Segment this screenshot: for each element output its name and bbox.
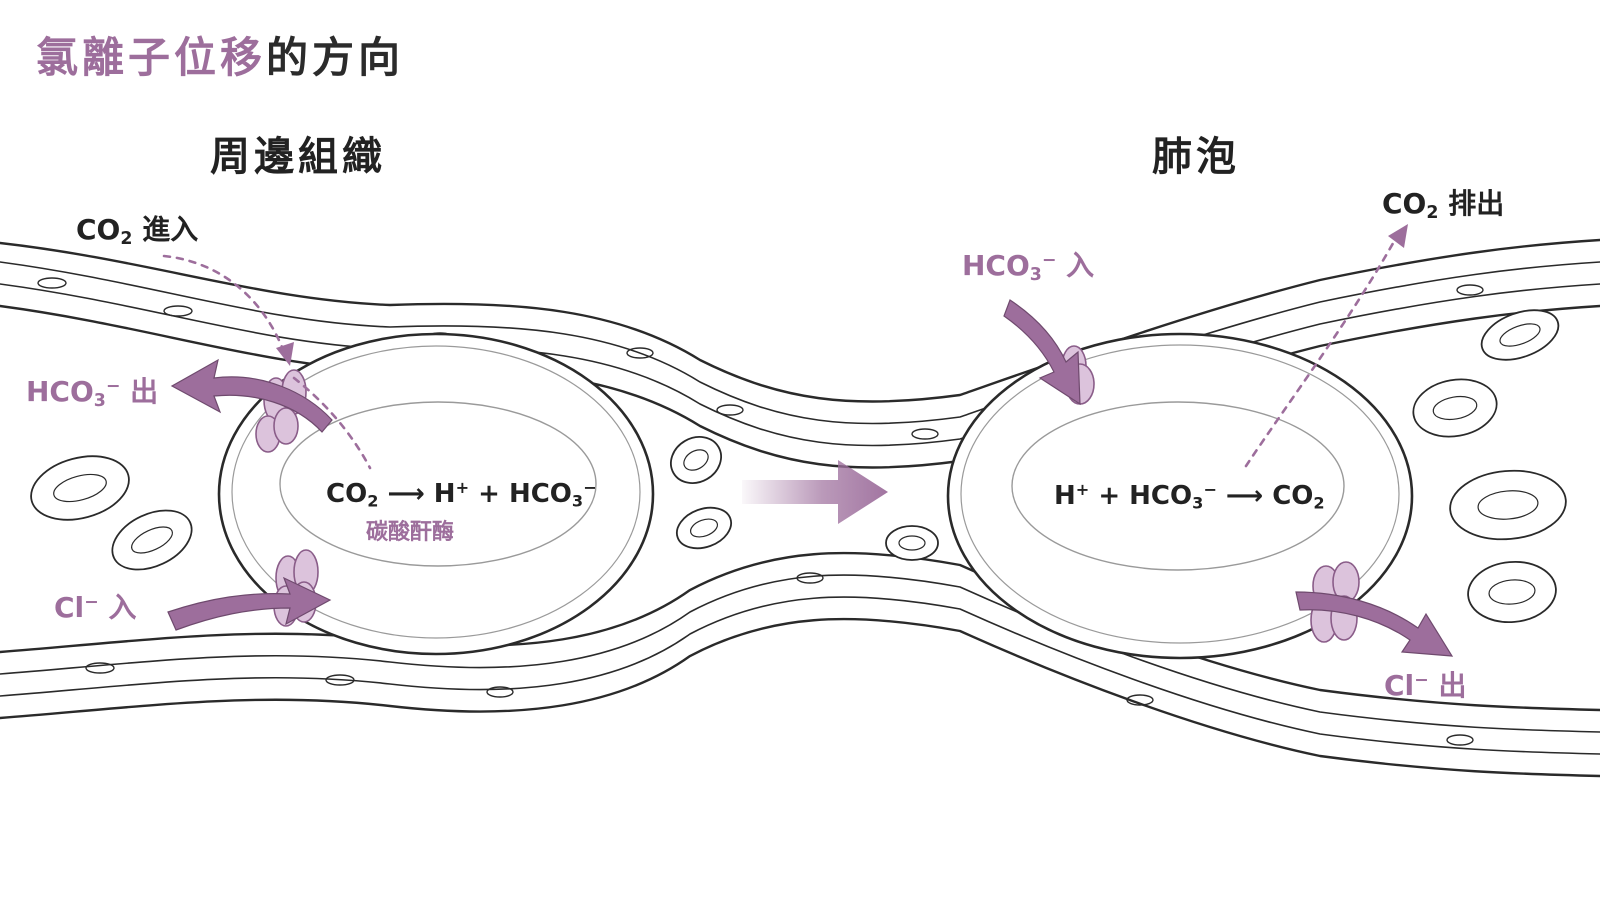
ion-flow-arrows [167,299,1454,657]
hco3-in-arrow-icon [1003,299,1081,406]
cl-in-arrow-icon [167,576,332,631]
enzyme-label: 碳酸酐酶 [366,520,455,545]
label-hco3-in: HCO3− 入 [962,249,1095,286]
red-blood-cells [30,309,1567,624]
equation-tissue: CO2 ⟶ H+ + HCO3− [326,478,597,511]
cl-out-arrow-icon [1295,591,1454,657]
label-cl-in: Cl− 入 [54,591,137,624]
co2-diffusion-paths [162,236,1398,470]
label-co2-in: CO2 進入 [76,213,199,250]
capillary-wall-lower [0,551,1600,778]
label-hco3-out: HCO3− 出 [26,375,159,412]
equation-alveolus: H+ + HCO3− ⟶ CO2 [1054,480,1325,513]
co2-arrowheads [276,224,1408,366]
blood-flow-arrow-icon [742,460,888,524]
label-co2-out: CO2 排出 [1382,187,1505,224]
page-title: 氯離子位移的方向 [36,33,405,82]
rbc-alveolus [946,332,1414,660]
region-label-tissue: 周邊組織 [210,134,386,180]
label-cl-out: Cl− 出 [1384,669,1467,702]
endothelial-nuclei-lower [85,572,1474,746]
hco3-out-arrow-icon [170,358,333,433]
region-label-alveolus: 肺泡 [1152,134,1240,180]
rbc-tissue [217,332,655,656]
